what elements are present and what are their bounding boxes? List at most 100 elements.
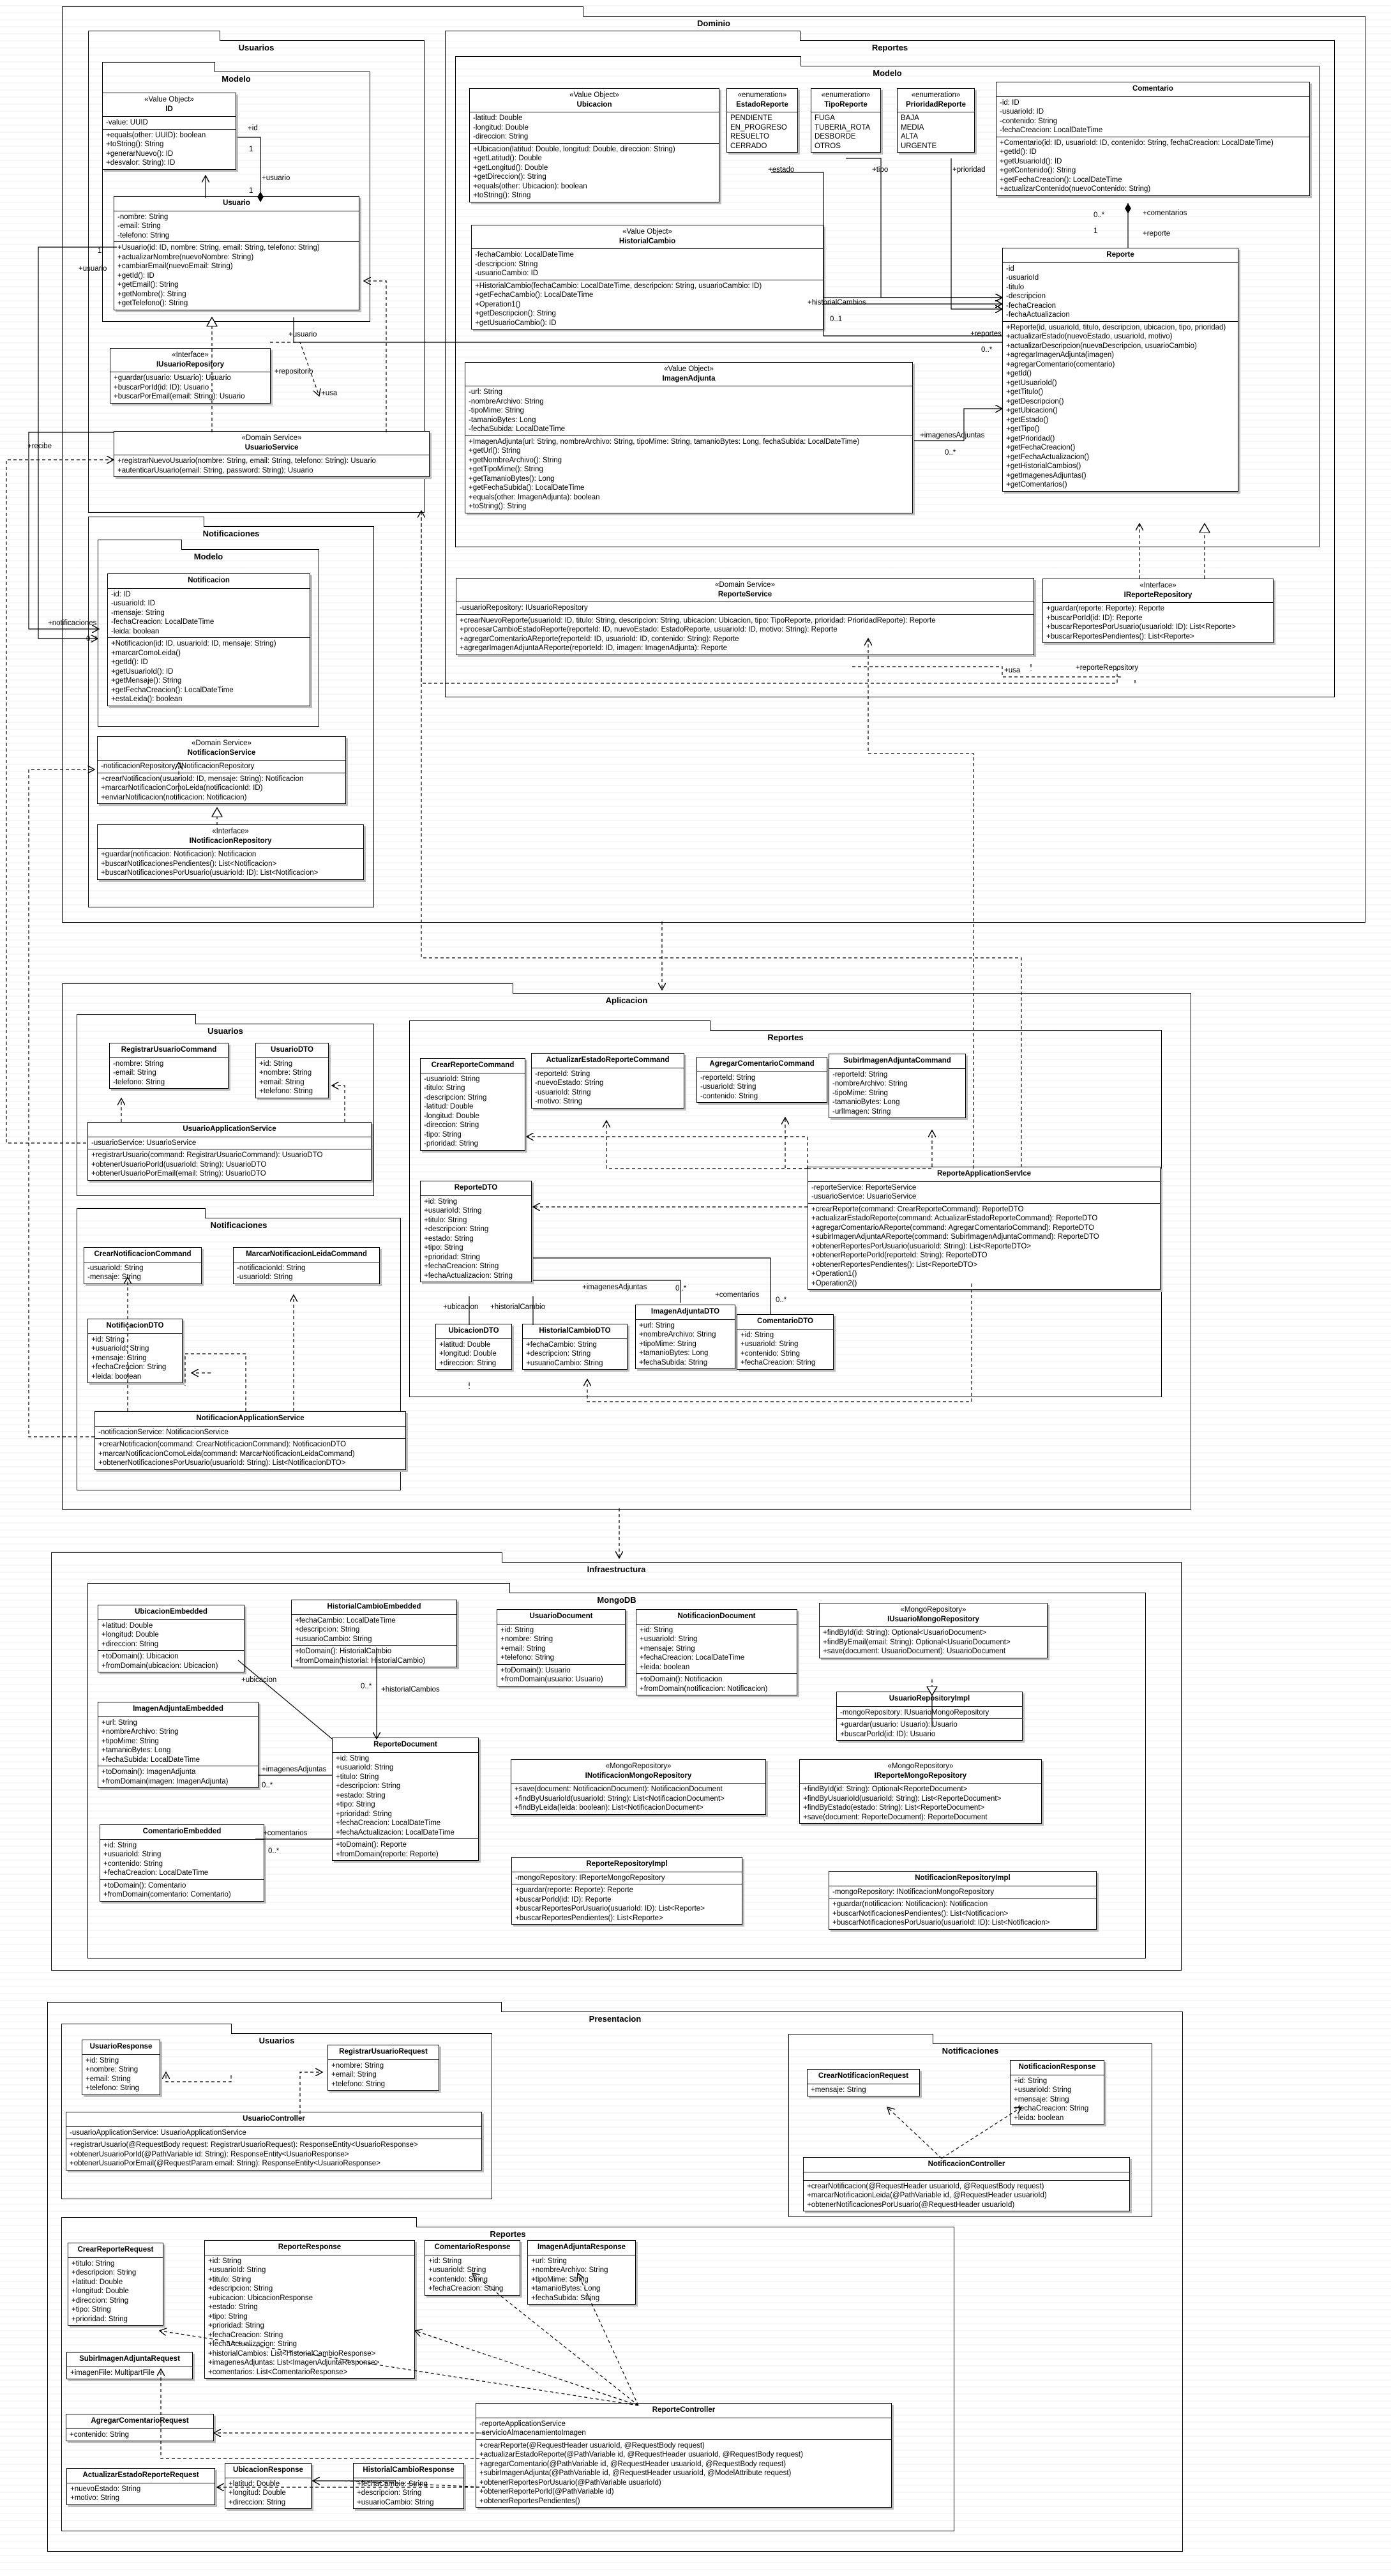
class-actualizarestadorequest: ActualizarEstadoReporteRequest+nuevoEsta… bbox=[66, 2468, 215, 2505]
class-attributes: -mongoRepository: INotificacionMongoRepo… bbox=[829, 1886, 1096, 1898]
attribute: -descripcion bbox=[1006, 292, 1046, 300]
class-ireportemongorepo: «MongoRepository»IReporteMongoRepository… bbox=[799, 1759, 1042, 1824]
class-registrarusuariorequest: RegistrarUsuarioRequest+nombre: String+e… bbox=[327, 2045, 439, 2091]
attribute: -tipo: String bbox=[424, 1130, 462, 1139]
class-stereotype: «enumeration» bbox=[821, 91, 871, 99]
package-title: Reportes bbox=[490, 2229, 526, 2239]
class-header: ReporteDTO bbox=[421, 1181, 531, 1196]
label-ubicacion: +ubicacion bbox=[241, 1676, 277, 1684]
attribute: +estado: String bbox=[424, 1234, 474, 1243]
class-header: «Value Object»Ubicacion bbox=[470, 89, 719, 112]
attribute: +fechaSubida: String bbox=[639, 1358, 708, 1367]
class-header: NotificacionController bbox=[804, 2158, 1129, 2172]
attribute: +usuarioCambio: String bbox=[526, 1359, 603, 1367]
attribute: -usuarioId: ID bbox=[1000, 108, 1044, 116]
class-header: «Value Object»HistorialCambio bbox=[472, 225, 823, 249]
operation: +findByEmail(email: String): Optional<Us… bbox=[823, 1638, 1011, 1646]
operation: +buscarReportesPorUsuario(usuarioId: ID)… bbox=[515, 1905, 705, 1913]
class-imagenadjunta: «Value Object»ImagenAdjunta-url: String-… bbox=[465, 362, 913, 513]
attribute: +id: String bbox=[208, 2257, 242, 2265]
operation: +getFechaCambio(): LocalDateTime bbox=[475, 291, 594, 299]
class-header: ComentarioDTO bbox=[737, 1315, 833, 1330]
class-historialcambio: «Value Object»HistorialCambio-fechaCambi… bbox=[471, 225, 823, 330]
attribute: +tipo: String bbox=[208, 2312, 248, 2321]
attribute: +email: String bbox=[331, 2071, 377, 2079]
class-header: NotificacionDocument bbox=[636, 1610, 797, 1625]
class-name: CrearReporteCommand bbox=[431, 1061, 515, 1069]
class-header: UbicacionEmbedded bbox=[98, 1605, 244, 1620]
attribute: -prioridad: String bbox=[424, 1140, 479, 1148]
class-header: UsuarioRepositoryImpl bbox=[837, 1692, 1022, 1707]
operation: +Usuario(id: ID, nombre: String, email: … bbox=[117, 244, 320, 252]
class-header: «Interface»INotificacionRepository bbox=[98, 825, 363, 849]
class-attributes: -mongoRepository: IUsuarioMongoRepositor… bbox=[837, 1707, 1022, 1719]
class-stereotype: «Value Object» bbox=[569, 91, 619, 99]
class-operations: +toDomain(): Notificacion+fromDomain(not… bbox=[636, 1674, 797, 1695]
operation: +desvalor: String): ID bbox=[106, 159, 176, 167]
class-header: RegistrarUsuarioCommand bbox=[110, 1043, 228, 1058]
attribute: +longitud: Double bbox=[71, 2287, 129, 2295]
class-attributes: +fechaCambio: String+descripcion: String… bbox=[523, 1339, 627, 1370]
attribute: +nombre: String bbox=[331, 2061, 384, 2070]
attribute: +nombreArchivo: String bbox=[639, 1331, 716, 1338]
operation: +buscarReportesPendientes(): List<Report… bbox=[1046, 632, 1194, 640]
attribute: +direccion: String bbox=[71, 2296, 129, 2305]
package-dominio: Dominio bbox=[61, 6, 1365, 923]
operation: +getUsuarioId() bbox=[1006, 379, 1057, 387]
class-attributes: +id: String+usuarioId: String+titulo: St… bbox=[205, 2255, 414, 2379]
class-name: HistorialCambioEmbedded bbox=[327, 1603, 421, 1610]
class-actualizarestadocommand: ActualizarEstadoReporteCommand-reporteId… bbox=[531, 1053, 684, 1109]
class-ubicaciondto: UbicacionDTO+latitud: Double+longitud: D… bbox=[435, 1324, 512, 1370]
class-attributes: +id: String+usuarioId: String+titulo: St… bbox=[333, 1753, 478, 1839]
operation: +crearNotificacion(command: CrearNotific… bbox=[98, 1441, 347, 1448]
attribute: +telefono: String bbox=[259, 1087, 313, 1095]
class-attributes: -reporteId: String-nuevoEstado: String-u… bbox=[532, 1068, 684, 1108]
operation: +agregarComentario(@PathVariable id, @Re… bbox=[479, 2460, 786, 2468]
class-attributes: -id: ID-usuarioId: ID-mensaje: String-fe… bbox=[108, 589, 310, 638]
operation: +obtenerReportesPorUsuario(@PathVariable… bbox=[479, 2478, 661, 2487]
attribute: -notificacionId: String bbox=[237, 1264, 306, 1272]
operation: +actualizarDescripcion(nuevaDescripcion,… bbox=[1006, 342, 1197, 350]
attribute: +fechaActualizacion: String bbox=[208, 2340, 297, 2348]
operation: +getComentarios() bbox=[1006, 481, 1067, 489]
class-header: Usuario bbox=[114, 197, 359, 211]
attribute: +email: String bbox=[259, 1078, 305, 1086]
operation: +buscarPorId(id: ID): Reporte bbox=[515, 1895, 612, 1904]
attribute: +nombre: String bbox=[500, 1635, 553, 1643]
attribute: -usuarioId: ID bbox=[111, 600, 156, 607]
class-stereotype: «MongoRepository» bbox=[887, 1762, 954, 1770]
package-mongodb: MongoDB bbox=[87, 1583, 1146, 1959]
class-stereotype: «Interface» bbox=[1139, 582, 1177, 589]
class-attributes: +titulo: String+descripcion: String+lati… bbox=[68, 2258, 163, 2326]
class-name: Reporte bbox=[1106, 251, 1134, 259]
attribute: -reporteService: ReporteService bbox=[811, 1183, 917, 1192]
class-attributes bbox=[804, 2172, 1129, 2181]
operation: +findById(id: String): Optional<ReporteD… bbox=[803, 1785, 968, 1793]
package-presentacion-usuarios: Usuarios bbox=[61, 2024, 492, 2199]
attribute: -telefono: String bbox=[113, 1078, 165, 1086]
operation: +buscarNotificacionesPorUsuario(usuarioI… bbox=[832, 1919, 1050, 1927]
package-title: Reportes bbox=[871, 43, 908, 52]
class-stereotype: «Interface» bbox=[172, 351, 209, 359]
attribute: +historialCambios: List<HistorialCambioR… bbox=[208, 2349, 376, 2358]
class-header: MarcarNotificacionLeidaCommand bbox=[234, 1248, 379, 1262]
package-infraestructura: Infraestructura bbox=[50, 1552, 1182, 1971]
class-header: ImagenAdjuntaResponse bbox=[528, 2241, 635, 2255]
attribute: -reporteId: String bbox=[535, 1070, 590, 1078]
class-name: Ubicacion bbox=[576, 100, 612, 109]
class-header: CrearReporteCommand bbox=[421, 1059, 525, 1073]
class-header: UsuarioController bbox=[66, 2112, 481, 2127]
package-title: Usuarios bbox=[238, 43, 274, 52]
class-operations: +guardar(usuario: Usuario): Usuario+busc… bbox=[110, 372, 270, 403]
class-header: UsuarioResponse bbox=[82, 2040, 160, 2055]
attribute: -contenido: String bbox=[700, 1092, 758, 1100]
class-stereotype: «Value Object» bbox=[664, 365, 714, 373]
class-name: ComentarioEmbedded bbox=[142, 1828, 222, 1835]
attribute: +mensaje: String bbox=[91, 1354, 147, 1362]
class-header: «Value Object»ID bbox=[103, 93, 236, 117]
class-stereotype: «Domain Service» bbox=[192, 739, 252, 747]
class-reporte: Reporte-id-usuarioId-titulo-descripcion-… bbox=[1002, 248, 1238, 492]
class-attributes: -usuarioRepository: IUsuarioRepository bbox=[456, 602, 1034, 615]
label-imagenes: +imagenesAdjuntas bbox=[582, 1284, 647, 1291]
